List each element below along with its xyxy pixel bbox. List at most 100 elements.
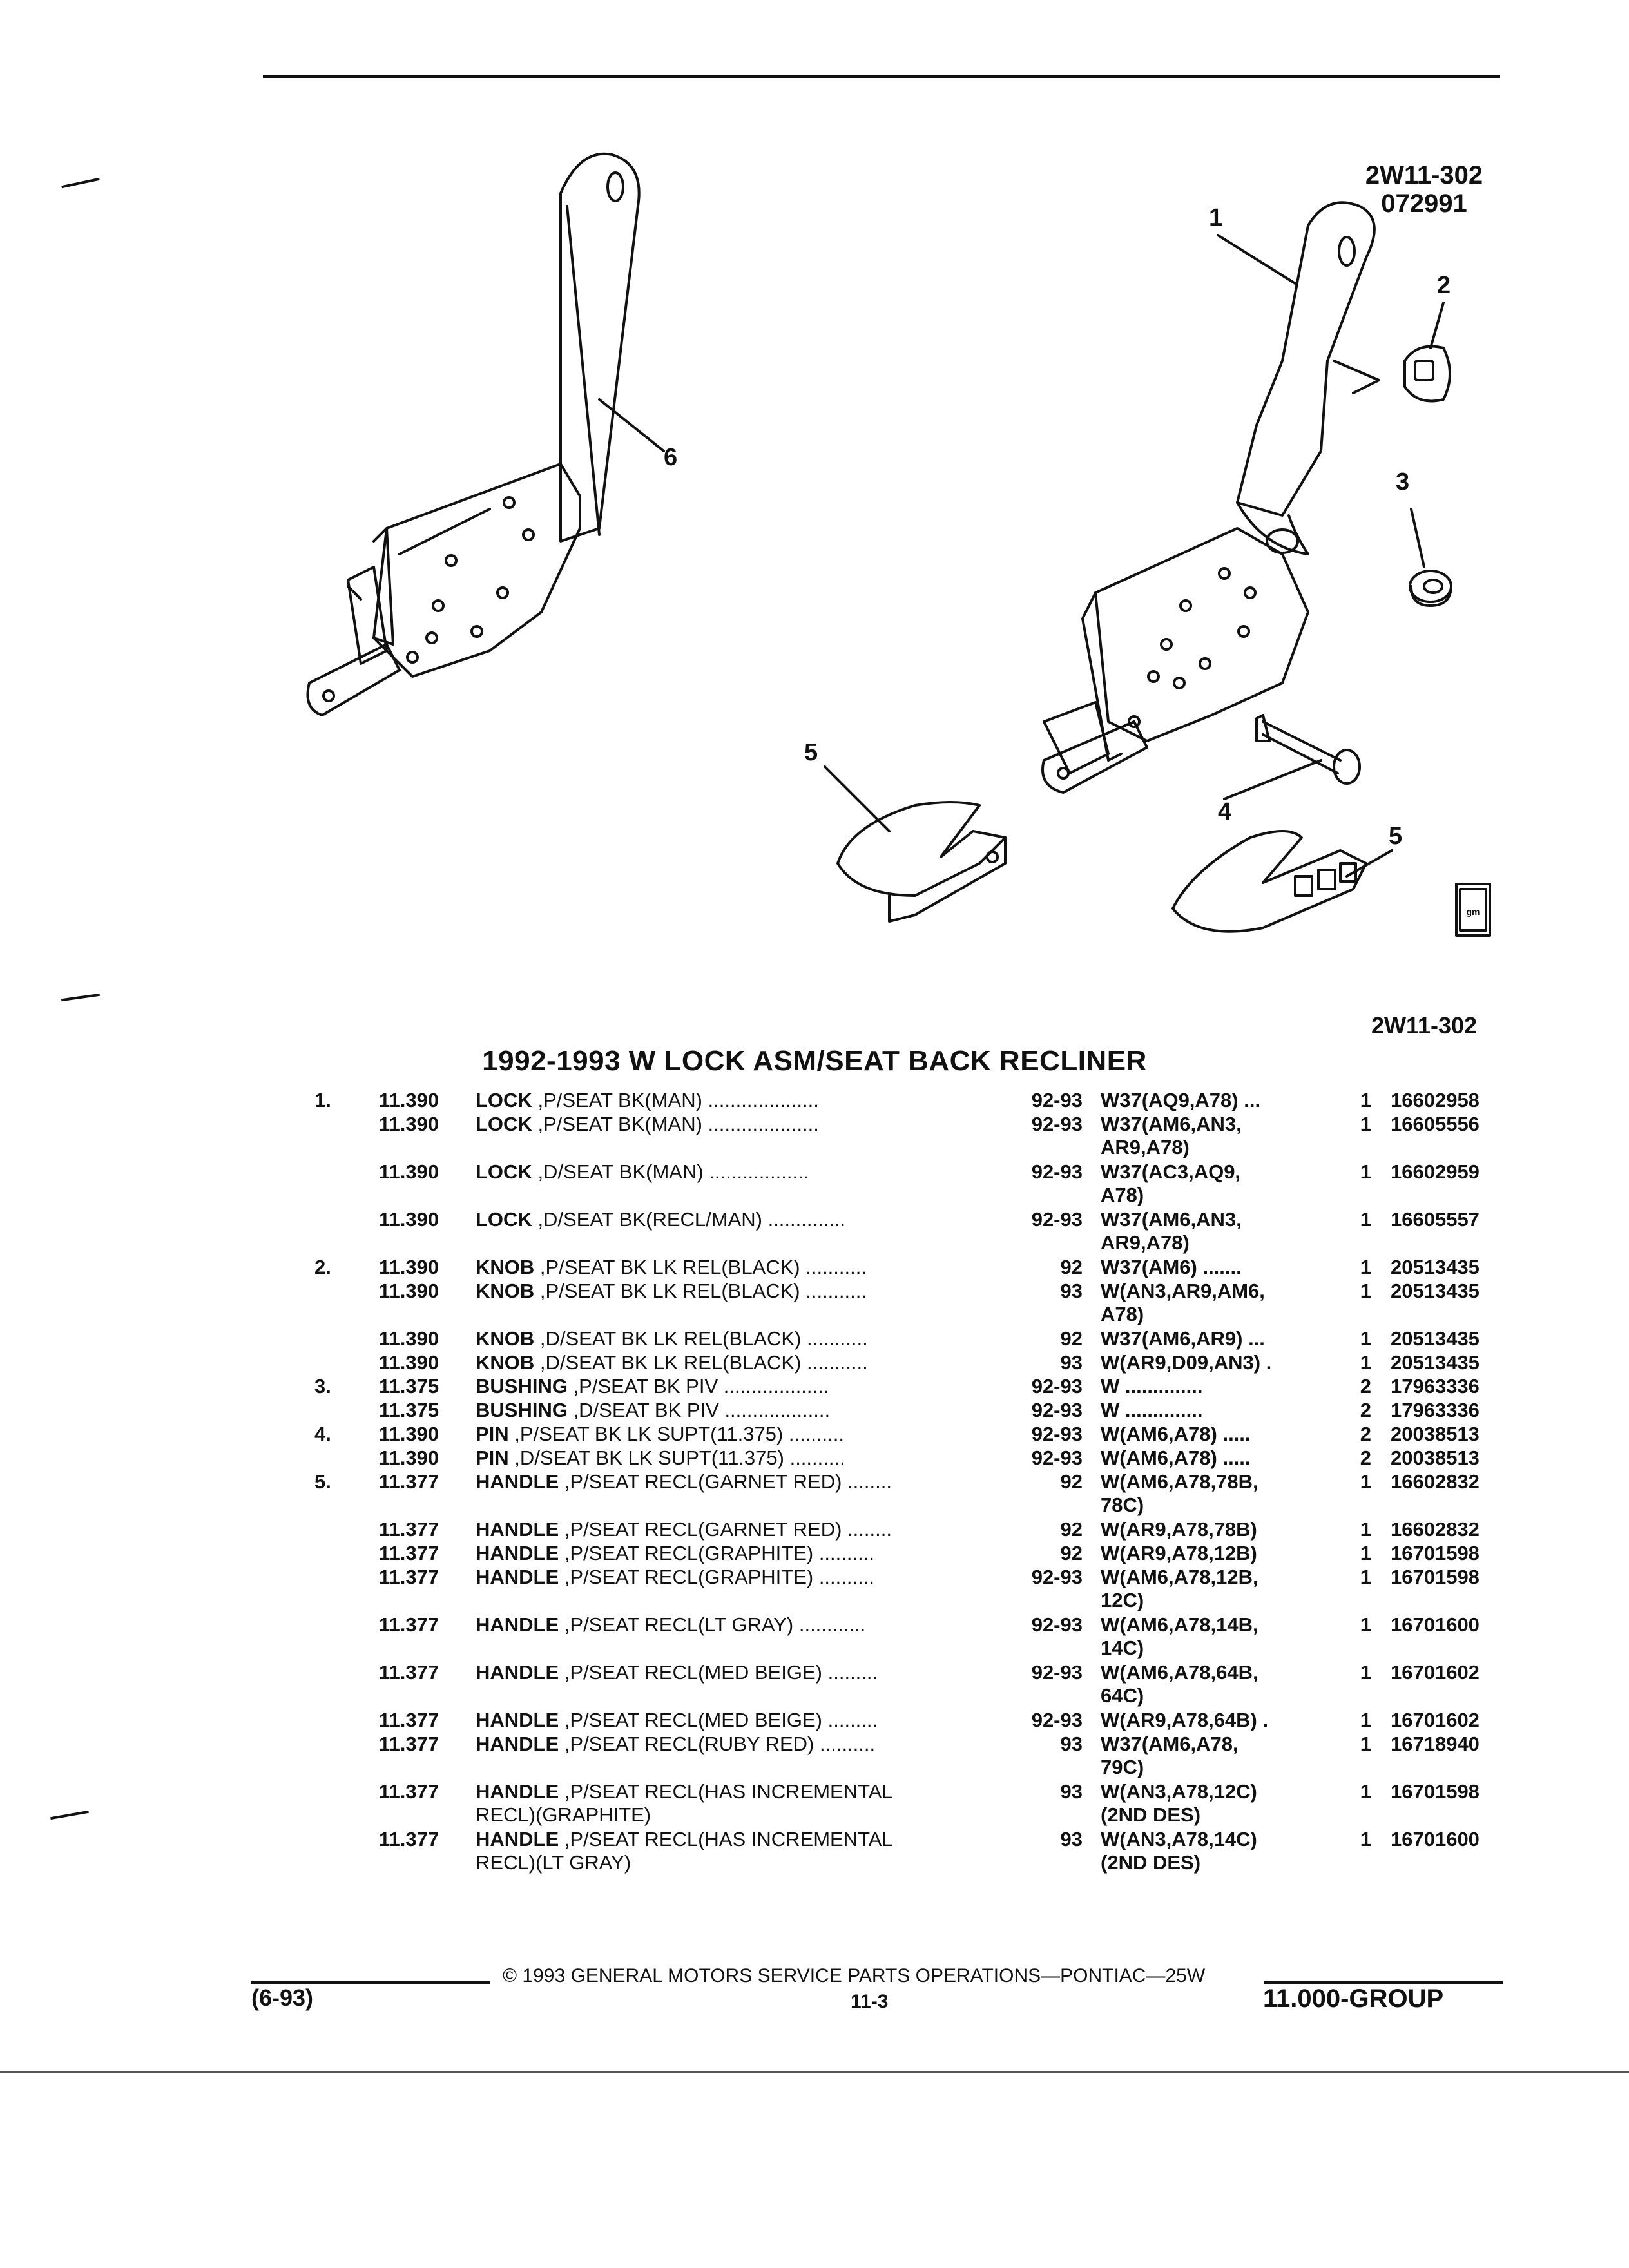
top-rule xyxy=(263,75,1500,78)
model-usage-line: W .............. xyxy=(1101,1375,1203,1398)
part-description: LOCK ,P/SEAT BK(MAN) ...................… xyxy=(476,1113,819,1136)
part-name: HANDLE xyxy=(476,1733,559,1755)
group-number: 11.377 xyxy=(379,1566,439,1588)
group-number: 11.377 xyxy=(379,1470,439,1493)
callout-5b: 5 xyxy=(1389,823,1402,850)
part-detail: ,P/SEAT RECL(GARNET RED) ........ xyxy=(559,1470,892,1493)
model-usage-continued: (2ND DES) xyxy=(1101,1851,1201,1874)
quantity: 1 xyxy=(1360,1828,1371,1850)
model-usage: W(AN3,AR9,AM6,A78) xyxy=(1101,1280,1320,1326)
item-number: 2. xyxy=(314,1256,331,1278)
group-number: 11.390 xyxy=(379,1208,439,1231)
model-years: 93 xyxy=(1060,1351,1083,1374)
group-number: 11.390 xyxy=(379,1446,439,1469)
model-usage: W(AM6,A78) ..... xyxy=(1101,1423,1320,1446)
part-number: 16718940 xyxy=(1391,1733,1480,1755)
part-detail: ,D/SEAT BK LK SUPT(11.375) .......... xyxy=(508,1446,845,1469)
part-detail: ,D/SEAT BK LK REL(BLACK) ........... xyxy=(534,1327,868,1350)
part-description: LOCK ,P/SEAT BK(MAN) ...................… xyxy=(476,1089,819,1112)
part-number: 20513435 xyxy=(1391,1256,1480,1278)
group-number: 11.377 xyxy=(379,1709,439,1731)
model-years: 93 xyxy=(1060,1733,1083,1755)
model-years: 92 xyxy=(1060,1256,1083,1278)
handle-left-drawing xyxy=(836,801,1007,923)
handle-right-drawing xyxy=(1171,830,1367,933)
model-years: 93 xyxy=(1060,1828,1083,1850)
part-detail: ,P/SEAT BK LK REL(BLACK) ........... xyxy=(534,1280,867,1302)
model-years: 92-93 xyxy=(1031,1566,1083,1588)
group-number: 11.390 xyxy=(379,1113,439,1135)
part-detail-continued: RECL)(LT GRAY) xyxy=(476,1851,631,1874)
part-detail-continued: RECL)(GRAPHITE) xyxy=(476,1803,651,1826)
model-usage-line: W(AN3,AR9,AM6, xyxy=(1101,1280,1265,1302)
bottom-rule xyxy=(0,2071,1629,2073)
group-number: 11.390 xyxy=(379,1280,439,1302)
group-number: 11.377 xyxy=(379,1780,439,1803)
model-years: 93 xyxy=(1060,1280,1083,1302)
quantity: 1 xyxy=(1360,1256,1371,1278)
model-usage: W37(AM6) ....... xyxy=(1101,1256,1320,1279)
part-description: HANDLE ,P/SEAT RECL(RUBY RED) .......... xyxy=(476,1733,875,1756)
part-description: LOCK ,D/SEAT BK(RECL/MAN) .............. xyxy=(476,1208,845,1231)
quantity: 2 xyxy=(1360,1399,1371,1421)
part-detail: ,P/SEAT RECL(HAS INCREMENTAL xyxy=(559,1828,893,1850)
part-number: 17963336 xyxy=(1391,1375,1480,1398)
footer-page: 11-3 xyxy=(851,1991,889,2012)
model-years: 92 xyxy=(1060,1542,1083,1564)
model-usage-continued: 14C) xyxy=(1101,1637,1144,1659)
part-description: KNOB ,D/SEAT BK LK REL(BLACK) ..........… xyxy=(476,1351,868,1374)
model-usage-line: W37(AM6,AN3, xyxy=(1101,1208,1242,1231)
part-name: KNOB xyxy=(476,1327,535,1350)
part-number: 16605557 xyxy=(1391,1208,1480,1231)
model-usage-continued: (2ND DES) xyxy=(1101,1803,1201,1826)
quantity: 1 xyxy=(1360,1351,1371,1374)
part-detail: ,D/SEAT BK LK REL(BLACK) ........... xyxy=(534,1351,868,1374)
model-usage-line: W37(AM6,AR9) ... xyxy=(1101,1327,1265,1350)
part-name: HANDLE xyxy=(476,1566,559,1588)
group-number: 11.377 xyxy=(379,1828,439,1850)
model-usage-line: W(AM6,A78,64B, xyxy=(1101,1661,1258,1684)
part-number: 20038513 xyxy=(1391,1423,1480,1445)
part-name: LOCK xyxy=(476,1089,532,1111)
model-years: 93 xyxy=(1060,1780,1083,1803)
part-number: 16605556 xyxy=(1391,1113,1480,1135)
part-detail: ,P/SEAT RECL(MED BEIGE) ......... xyxy=(559,1709,878,1731)
exploded-view-illustration: 1 2 3 4 5 5 6 gm xyxy=(306,152,1491,937)
bushing-drawing xyxy=(1409,570,1452,607)
part-description: LOCK ,D/SEAT BK(MAN) .................. xyxy=(476,1160,809,1184)
model-years: 92-93 xyxy=(1031,1446,1083,1469)
model-usage-line: W(AM6,A78) ..... xyxy=(1101,1423,1251,1445)
group-number: 11.377 xyxy=(379,1518,439,1541)
part-detail: ,P/SEAT RECL(GRAPHITE) .......... xyxy=(559,1542,874,1564)
part-name: HANDLE xyxy=(476,1780,559,1803)
quantity: 2 xyxy=(1360,1446,1371,1469)
model-usage-line: W(AN3,A78,14C) xyxy=(1101,1828,1257,1850)
quantity: 1 xyxy=(1360,1089,1371,1111)
model-usage: W(AR9,A78,12B) xyxy=(1101,1542,1320,1565)
model-usage-line: W .............. xyxy=(1101,1399,1203,1421)
part-description: KNOB ,P/SEAT BK LK REL(BLACK) ..........… xyxy=(476,1280,867,1303)
quantity: 2 xyxy=(1360,1423,1371,1445)
part-description: HANDLE ,P/SEAT RECL(MED BEIGE) ......... xyxy=(476,1661,878,1684)
model-usage: W37(AM6,AN3,AR9,A78) xyxy=(1101,1208,1320,1254)
item-number: 3. xyxy=(314,1375,331,1398)
drawing-id-top: 2W11-302 xyxy=(1365,161,1483,189)
pin-drawing xyxy=(1255,714,1361,785)
model-usage: W37(AQ9,A78) ... xyxy=(1101,1089,1320,1112)
item-number: 5. xyxy=(314,1470,331,1493)
model-usage-continued: AR9,A78) xyxy=(1101,1136,1190,1158)
model-years: 92-93 xyxy=(1031,1089,1083,1111)
recliner-left-drawing xyxy=(306,152,641,716)
part-number: 16701602 xyxy=(1391,1709,1480,1731)
